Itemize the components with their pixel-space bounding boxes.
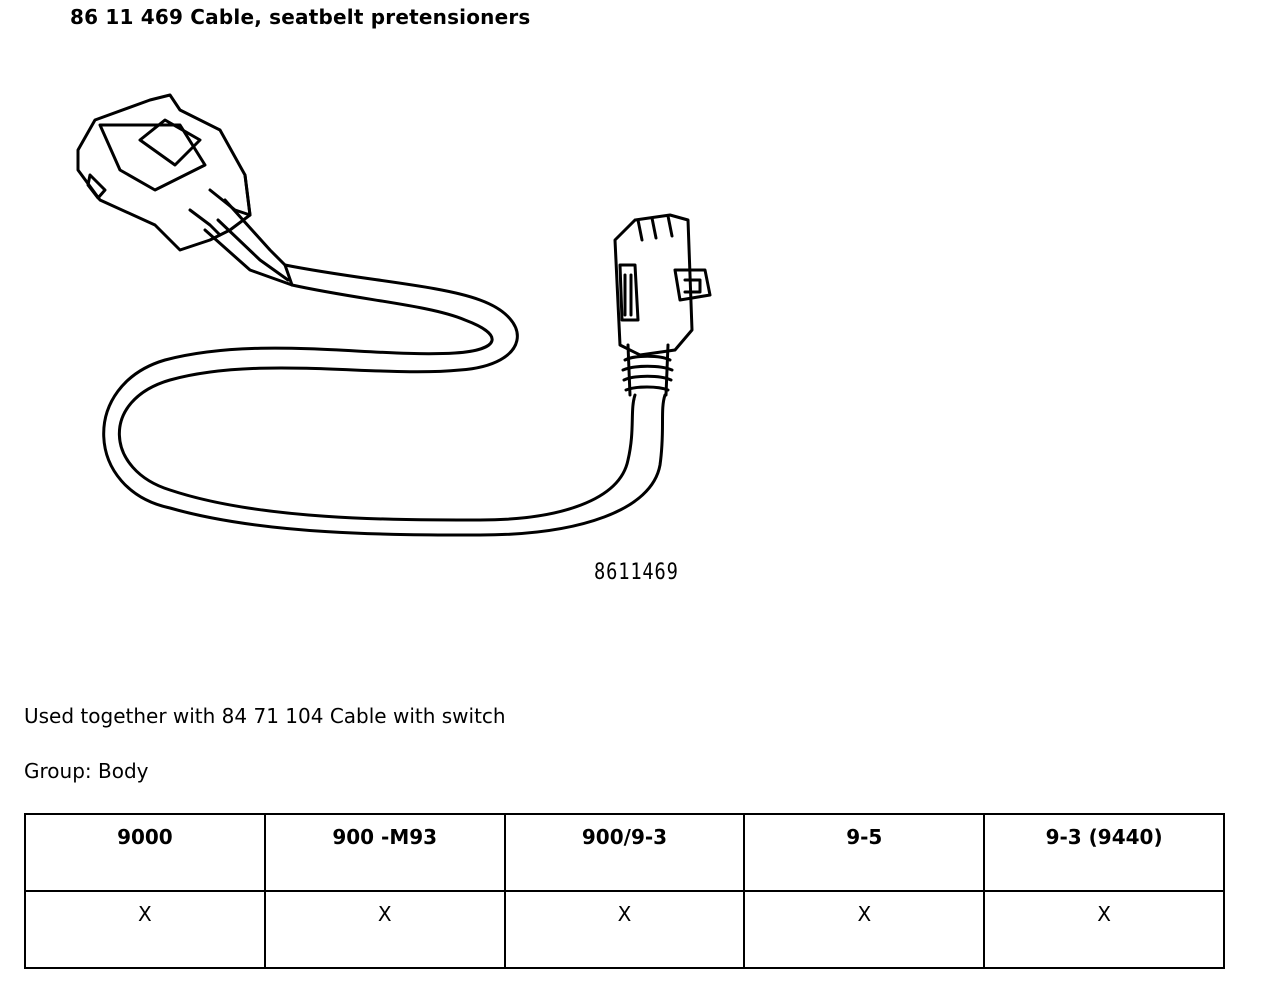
part-code-label: 8611469: [594, 560, 679, 585]
table-header-cell: 900 -M93: [263, 813, 506, 892]
table-header-cell: 9-5: [743, 813, 986, 892]
table-cell: X: [263, 890, 506, 969]
group-label: Group: Body: [24, 759, 149, 783]
left-connector: [76, 93, 294, 287]
page-title: 86 11 469 Cable, seatbelt pretensioners: [70, 5, 531, 29]
usage-note: Used together with 84 71 104 Cable with …: [24, 704, 506, 728]
table-cell: X: [983, 890, 1225, 969]
table-cell: X: [24, 890, 266, 969]
table-header-cell: 900/9-3: [503, 813, 746, 892]
table-cell: X: [743, 890, 986, 969]
table-header-cell: 9-3 (9440): [983, 813, 1225, 892]
table-header-row: 9000 900 -M93 900/9-3 9-5 9-3 (9440): [24, 813, 1225, 892]
right-connector: [613, 213, 712, 397]
table-row: X X X X X: [24, 890, 1225, 969]
model-compatibility-table: 9000 900 -M93 900/9-3 9-5 9-3 (9440) X X…: [24, 813, 1225, 969]
cable-loop: [102, 263, 667, 537]
table-cell: X: [503, 890, 746, 969]
cable-illustration: [76, 93, 712, 537]
table-header-cell: 9000: [24, 813, 266, 892]
